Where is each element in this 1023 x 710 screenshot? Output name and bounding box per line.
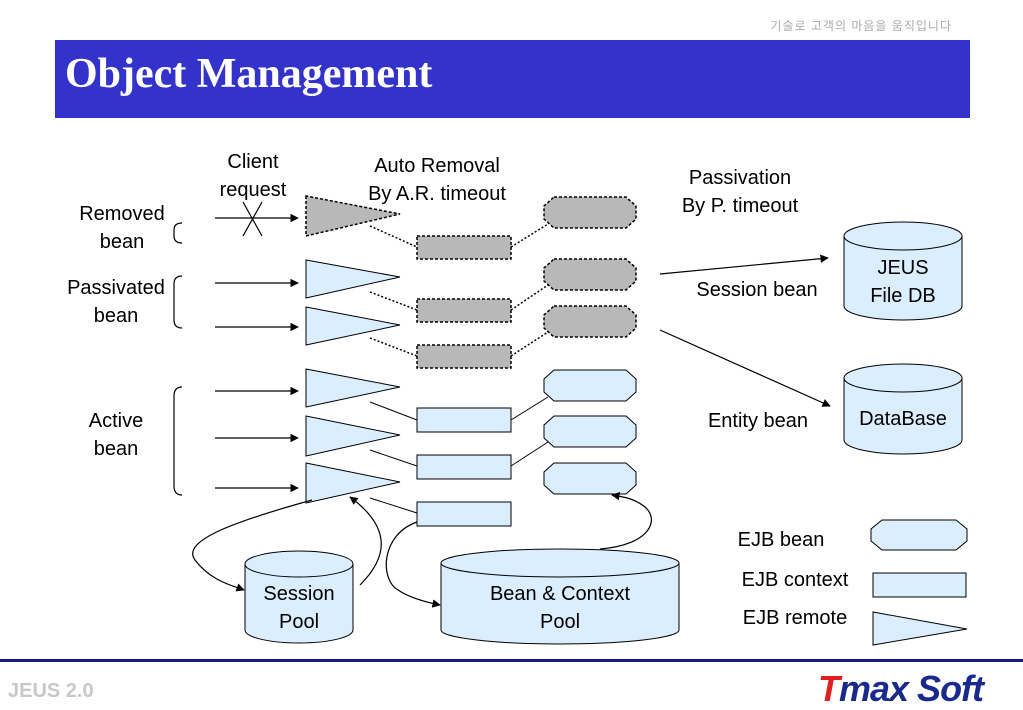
bean-context-pool-label-2: Pool	[540, 611, 580, 633]
client-request-label-2: request	[220, 179, 287, 201]
session-pool-label-1: Session	[263, 583, 334, 605]
passivated-brace	[173, 275, 183, 329]
bean-active-2	[543, 415, 637, 448]
remote-passivated-2	[305, 306, 401, 346]
pool-curve-1	[192, 499, 313, 592]
tagline: 기술로 고객의 마음을 움직입니다	[770, 19, 952, 33]
logo-t: T	[818, 668, 840, 709]
bean-passivated-1	[543, 258, 637, 291]
context-active-1	[416, 407, 512, 433]
session-pool: Session Pool	[244, 550, 354, 644]
context-active-3	[416, 501, 512, 527]
dotted-link-3	[369, 337, 418, 357]
active-bean-label-1: Active	[89, 410, 143, 432]
pool-curve-3	[385, 521, 441, 608]
context-passivated-2	[416, 344, 512, 369]
entity-bean-arrow	[659, 329, 831, 407]
active-bean-label-2: bean	[94, 438, 139, 460]
legend-ejb-remote-label: EJB remote	[743, 607, 847, 629]
remote-active-1	[305, 368, 401, 408]
remote-active-2	[305, 415, 401, 457]
bean-context-pool-label-1: Bean & Context	[490, 583, 631, 605]
remote-removed	[305, 195, 401, 237]
dotted-link-5	[510, 284, 549, 311]
bean-passivated-2	[543, 305, 637, 338]
cross-mark-2	[242, 201, 263, 237]
context-removed	[416, 235, 512, 260]
pool-curve-2	[349, 496, 382, 586]
link-active-2	[369, 449, 418, 467]
dotted-link-6	[510, 331, 549, 357]
jeus-file-db: JEUS File DB	[843, 221, 963, 321]
session-pool-label-2: Pool	[279, 611, 319, 633]
bean-removed	[543, 196, 637, 229]
context-active-2	[416, 454, 512, 480]
tmax-soft-logo: Tmax Soft	[818, 668, 984, 710]
passivated-bean-label-1: Passivated	[67, 277, 165, 299]
legend-ejb-bean-shape	[870, 519, 968, 551]
footer-divider	[0, 659, 1023, 662]
removed-brace	[173, 222, 183, 244]
bean-active-1	[543, 369, 637, 402]
removed-bean-label-1: Removed	[79, 203, 165, 225]
context-passivated-1	[416, 298, 512, 323]
remote-active-3	[305, 462, 401, 504]
jeus-file-db-label-1: JEUS	[877, 257, 928, 279]
auto-removal-label-2: By A.R. timeout	[368, 183, 506, 205]
title-bar: Object Management	[55, 40, 970, 118]
link-active-1	[369, 401, 418, 421]
pool-curve-4	[599, 491, 652, 550]
dotted-link-4	[510, 223, 549, 248]
client-request-label-1: Client	[227, 151, 279, 173]
footer-version: JEUS 2.0	[8, 680, 94, 702]
database: DataBase	[843, 363, 963, 455]
passivation-label-2: By P. timeout	[682, 195, 799, 217]
remote-passivated-1	[305, 259, 401, 299]
entity-bean-label: Entity bean	[708, 410, 808, 432]
session-bean-arrow	[659, 254, 829, 275]
active-brace	[173, 386, 183, 496]
passivated-bean-label-2: bean	[94, 305, 139, 327]
dotted-link-1	[369, 225, 418, 248]
session-bean-label: Session bean	[696, 279, 817, 301]
passivation-label-1: Passivation	[689, 167, 791, 189]
database-label: DataBase	[859, 408, 947, 430]
link-active-3	[369, 497, 418, 514]
legend-ejb-context-shape	[872, 572, 967, 598]
legend-ejb-bean-label: EJB bean	[738, 529, 825, 551]
bean-context-pool: Bean & Context Pool	[440, 548, 680, 645]
page-title: Object Management	[65, 51, 433, 97]
logo-rest: max Soft	[839, 668, 984, 709]
legend-ejb-context-label: EJB context	[742, 569, 849, 591]
legend-ejb-remote-shape	[872, 611, 968, 646]
bean-active-3	[543, 462, 637, 495]
dotted-link-2	[369, 291, 418, 311]
link-active-4	[510, 396, 549, 421]
removed-bean-label-2: bean	[100, 231, 145, 253]
jeus-file-db-label-2: File DB	[870, 285, 936, 307]
auto-removal-label-1: Auto Removal	[374, 155, 500, 177]
link-active-5	[510, 441, 549, 467]
